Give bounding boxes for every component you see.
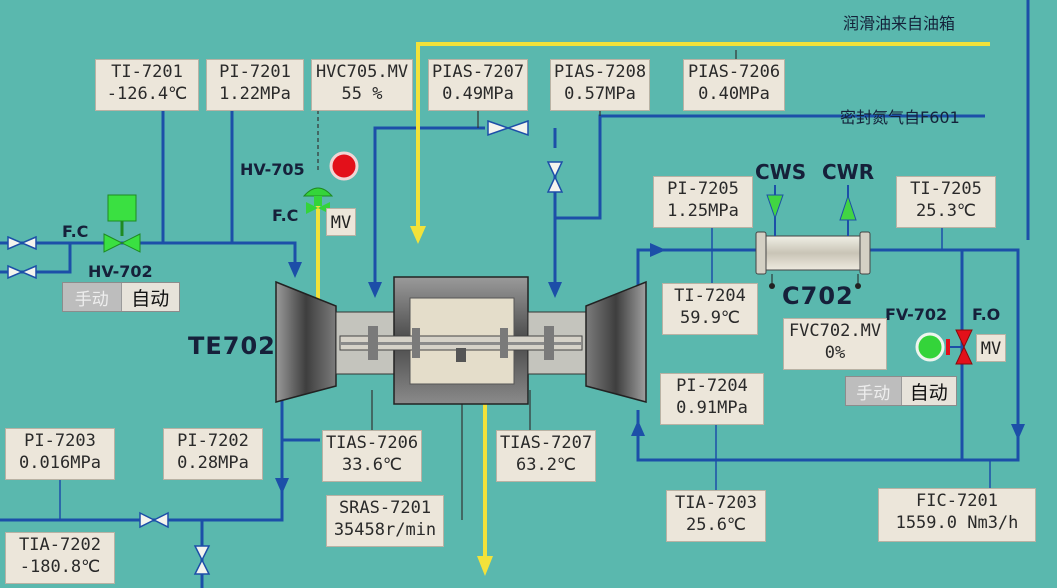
manual-button[interactable]: 手动 [846,377,902,405]
tag-name: PIAS-7206 [687,62,781,82]
tag-name: TIA-7203 [675,493,757,513]
hand-valve-icon[interactable] [139,511,169,529]
tag-value: 0.57MPa [564,84,636,104]
turbo-expander-te702[interactable] [275,276,647,405]
tag-name: PI-7205 [667,179,739,199]
cwr-label: CWR [822,160,875,184]
tag-pi7202[interactable]: PI-7202 0.28MPa [163,428,263,480]
turbo-expander-label: TE702 [188,332,276,360]
fv702-fail-label: F.O [972,305,1001,324]
tag-name: PI-7201 [219,62,291,82]
tag-value: 33.6℃ [341,455,403,475]
tag-value: 59.9℃ [679,308,741,328]
auto-button[interactable]: 自动 [121,283,179,311]
hv705-alarm-indicator-icon[interactable] [329,151,359,181]
tag-tia7203[interactable]: TIA-7203 25.6℃ [666,490,766,542]
tag-pi7204[interactable]: PI-7204 0.91MPa [660,373,764,425]
lube-oil-note: 润滑油来自油箱 [843,14,956,33]
tag-value: 1559.0 Nm3/h [895,513,1019,533]
fv702-mode-selector: 手动 自动 [845,376,957,406]
tag-value: 25.6℃ [685,515,747,535]
tag-value: 25.3℃ [915,201,977,221]
tag-name: TIAS-7207 [499,433,593,453]
tag-name: HVC705.MV [315,62,409,82]
tag-value: 0.016MPa [19,453,101,473]
tag-tias7206[interactable]: TIAS-7206 33.6℃ [322,430,422,482]
fv702-status-indicator-icon[interactable] [915,332,945,362]
tag-name: TIAS-7206 [325,433,419,453]
tag-ti7205[interactable]: TI-7205 25.3℃ [896,176,996,228]
tag-pi7203[interactable]: PI-7203 0.016MPa [5,428,115,480]
tag-name: PI-7204 [676,376,748,396]
tag-ti7201[interactable]: TI-7201 -126.4℃ [95,59,199,111]
tag-name: PI-7203 [24,431,96,451]
tag-ti7204[interactable]: TI-7204 59.9℃ [662,283,758,335]
tag-value: 0.40MPa [698,84,770,104]
tag-name: PIAS-7208 [553,62,647,82]
hv705-label: HV-705 [240,160,305,179]
tag-value: 1.25MPa [667,201,739,221]
tag-value: 0% [824,343,846,363]
fv702-label: FV-702 [885,305,948,324]
tag-name: PI-7202 [177,431,249,451]
hand-valve-icon[interactable] [546,161,564,193]
tag-value: 1.22MPa [219,84,291,104]
hv702-label: HV-702 [88,262,153,281]
tag-sras7201[interactable]: SRAS-7201 35458r/min [326,495,444,547]
tag-name: TI-7205 [910,179,982,199]
cooling-water-arrows [766,185,857,236]
hand-valve-icon[interactable] [193,545,211,575]
tag-pi7205[interactable]: PI-7205 1.25MPa [653,176,753,228]
tag-name: TI-7201 [111,62,183,82]
tag-value: -126.4℃ [106,84,188,104]
tag-tia7202[interactable]: TIA-7202 -180.8℃ [5,532,115,584]
hv705-mode-indicator[interactable]: MV [326,208,356,236]
flow-arrows-yellow [410,226,493,576]
hv702-mode-selector: 手动 自动 [62,282,180,312]
tag-pias7208[interactable]: PIAS-7208 0.57MPa [550,59,650,111]
hv705-fail-label: F.C [272,206,299,225]
tag-tias7207[interactable]: TIAS-7207 63.2℃ [496,430,596,482]
tag-fic7201[interactable]: FIC-7201 1559.0 Nm3/h [878,488,1036,542]
tag-value: 0.49MPa [442,84,514,104]
tag-value: 63.2℃ [515,455,577,475]
tag-name: TI-7204 [674,286,746,306]
tag-value: 55 % [341,84,383,104]
hv702-fail-label: F.C [62,222,89,241]
fv702-mode-indicator[interactable]: MV [976,334,1006,362]
tag-value: 0.91MPa [676,398,748,418]
tag-name: PIAS-7207 [431,62,525,82]
cws-label: CWS [755,160,807,184]
tag-fvc702[interactable]: FVC702.MV 0% [783,318,887,370]
cooler-label: C702 [782,282,854,310]
tag-value: 35458r/min [333,520,437,540]
yellow-pipes [316,42,990,560]
auto-button[interactable]: 自动 [901,377,956,405]
tag-name: TIA-7202 [19,535,101,555]
tag-pias7207[interactable]: PIAS-7207 0.49MPa [428,59,528,111]
fv702-control-valve-icon[interactable] [946,329,973,365]
hand-valve-icon[interactable] [7,235,37,251]
tag-name: FIC-7201 [916,491,998,511]
tag-value: 0.28MPa [177,453,249,473]
flow-arrows-blue [275,243,1025,494]
tag-hvc705[interactable]: HVC705.MV 55 % [311,59,413,111]
hand-valve-icon[interactable] [487,119,529,137]
tag-pi7201[interactable]: PI-7201 1.22MPa [206,59,304,111]
hv702-control-valve-icon[interactable] [103,194,141,253]
tag-name: SRAS-7201 [338,498,432,518]
manual-button[interactable]: 手动 [63,283,122,311]
cooler-c702[interactable] [755,231,871,289]
tag-pias7206[interactable]: PIAS-7206 0.40MPa [683,59,785,111]
tag-name: FVC702.MV [788,321,882,341]
tag-value: -180.8℃ [19,557,101,577]
hand-valve-icon[interactable] [7,264,37,280]
seal-gas-note: 密封氮气自F601 [840,108,960,127]
